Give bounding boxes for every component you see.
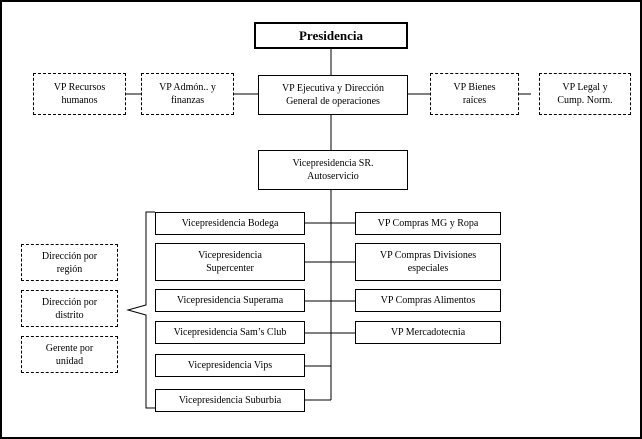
vp-sr-autoservicio-box: Vicepresidencia SR. Autoservicio xyxy=(258,150,408,190)
presidencia-box: Presidencia xyxy=(254,22,408,49)
vp-superama-box: Vicepresidencia Superama xyxy=(155,289,305,312)
direccion-distrito-box: Dirección por distrito xyxy=(21,290,118,327)
vp-suburbia-box: Vicepresidencia Suburbia xyxy=(155,389,305,412)
vp-compras-alimentos-box: VP Compras Alimentos xyxy=(355,289,501,312)
gerente-unidad-box: Gerente por unidad xyxy=(21,336,118,373)
vp-sams-club-box: Vicepresidencia Sam’s Club xyxy=(155,321,305,344)
vp-admon-finanzas-box: VP Admón.. y finanzas xyxy=(141,73,234,115)
vp-mercadotecnia-box: VP Mercadotecnia xyxy=(355,321,501,344)
vp-compras-mg-ropa-box: VP Compras MG y Ropa xyxy=(355,212,501,235)
vp-ejecutiva-box: VP Ejecutiva y Dirección General de oper… xyxy=(258,75,408,115)
vp-recursos-humanos-box: VP Recursos humanos xyxy=(33,73,126,115)
vp-supercenter-box: Vicepresidencia Supercenter xyxy=(155,243,305,281)
direccion-region-box: Dirección por región xyxy=(21,244,118,281)
vp-compras-divisiones-box: VP Compras Divisiones especiales xyxy=(355,243,501,281)
vp-legal-box: VP Legal y Cump. Norm. xyxy=(539,73,631,115)
vp-vips-box: Vicepresidencia Vips xyxy=(155,354,305,377)
vp-bodega-box: Vicepresidencia Bodega xyxy=(155,212,305,235)
vp-bienes-raices-box: VP Bienes raíces xyxy=(430,73,519,115)
